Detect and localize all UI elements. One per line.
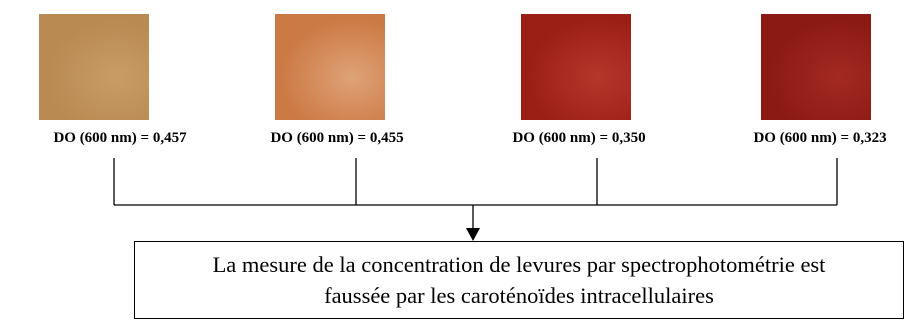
conclusion-box: La mesure de la concentration de levures… <box>134 241 904 319</box>
conclusion-text: La mesure de la concentration de levures… <box>213 249 826 311</box>
sample-swatch-4 <box>761 14 871 120</box>
down-arrow-head <box>466 228 480 241</box>
conclusion-line-2: faussée par les caroténoïdes intracellul… <box>324 283 714 308</box>
conclusion-line-1: La mesure de la concentration de levures… <box>212 252 826 277</box>
od-label-1: DO (600 nm) = 0,457 <box>53 130 187 146</box>
sample-swatch-1 <box>39 14 149 120</box>
od-label-4: DO (600 nm) = 0,323 <box>753 130 887 146</box>
od-label-3: DO (600 nm) = 0,350 <box>512 130 646 146</box>
sample-swatch-3 <box>521 14 631 120</box>
od-label-2: DO (600 nm) = 0,455 <box>270 130 404 146</box>
sample-swatch-2 <box>275 14 385 120</box>
